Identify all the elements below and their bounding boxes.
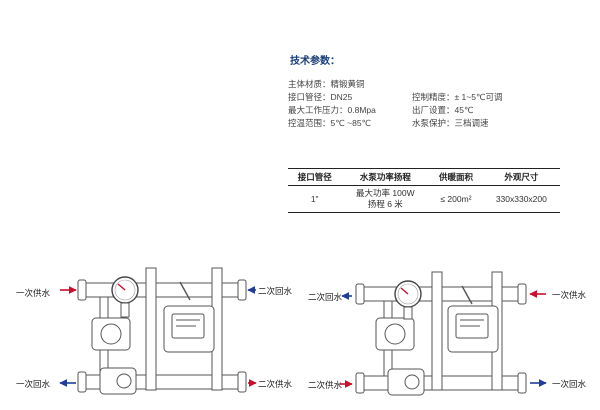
specs-left: 主体材质：精锻黄铜 接口管径：DN25 最大工作压力：0.8Mpa 控温范围：5… bbox=[288, 78, 376, 130]
label-right-top-left: 二次回水 bbox=[308, 292, 343, 302]
header-area: 供暖面积 bbox=[429, 168, 483, 186]
right-station bbox=[355, 271, 527, 396]
left-riser-1 bbox=[145, 267, 157, 391]
left-pressure-gauge-icon bbox=[111, 276, 139, 318]
cell-pump-head: 扬程 6 米 bbox=[367, 199, 403, 209]
spec-pump-protection: 水泵保护：三档调速 bbox=[412, 118, 489, 128]
table-header-row: 接口管径 水泵功率扬程 供暖面积 外观尺寸 bbox=[288, 168, 560, 186]
right-pump bbox=[375, 317, 415, 351]
label-left-bottom-right: 二次供水 bbox=[258, 379, 293, 389]
spec-temp-range: 控温范围：5℃ ~85℃ bbox=[288, 118, 372, 128]
left-station bbox=[77, 267, 247, 395]
table-row: 1" 最大功率 100W 扬程 6 米 ≤ 200m² 330x330x200 bbox=[288, 185, 560, 213]
label-right-top-right: 一次供水 bbox=[552, 290, 587, 300]
cell-size: 330x330x200 bbox=[482, 185, 560, 213]
label-left-top-left: 一次供水 bbox=[16, 288, 51, 298]
right-pressure-gauge-icon bbox=[394, 280, 422, 320]
spec-max-pressure: 最大工作压力：0.8Mpa bbox=[288, 105, 376, 115]
header-pump: 水泵功率扬程 bbox=[341, 168, 430, 186]
spec-material: 主体材质：精锻黄铜 bbox=[288, 79, 365, 89]
left-controller bbox=[163, 305, 215, 353]
spec-diameter: 接口管径：DN25 bbox=[288, 92, 353, 102]
specs-right: 控制精度：± 1~5℃可调 出厂设置：45℃ 水泵保护：三档调速 bbox=[412, 91, 503, 130]
left-pump bbox=[91, 317, 131, 351]
cell-area: ≤ 200m² bbox=[429, 185, 483, 213]
cell-diameter: 1" bbox=[288, 185, 342, 213]
label-left-bottom-left: 一次回水 bbox=[16, 379, 51, 389]
section-title: 技术参数： bbox=[290, 56, 340, 67]
right-riser-1 bbox=[431, 271, 443, 391]
right-controller bbox=[447, 305, 499, 353]
spec-factory-setting: 出厂设置：45℃ bbox=[412, 105, 474, 115]
spec-table: 接口管径 水泵功率扬程 供暖面积 外观尺寸 1" 最大功率 100W 扬程 6 … bbox=[288, 168, 560, 213]
label-right-bottom-left: 二次供水 bbox=[308, 380, 343, 390]
cell-pump: 最大功率 100W 扬程 6 米 bbox=[341, 185, 430, 213]
cell-pump-power: 最大功率 100W bbox=[356, 188, 415, 198]
label-left-top-right: 二次回水 bbox=[258, 286, 293, 296]
spec-precision: 控制精度：± 1~5℃可调 bbox=[412, 92, 503, 102]
header-diameter: 接口管径 bbox=[288, 168, 342, 186]
label-right-bottom-right: 一次回水 bbox=[552, 379, 587, 389]
header-size: 外观尺寸 bbox=[482, 168, 560, 186]
